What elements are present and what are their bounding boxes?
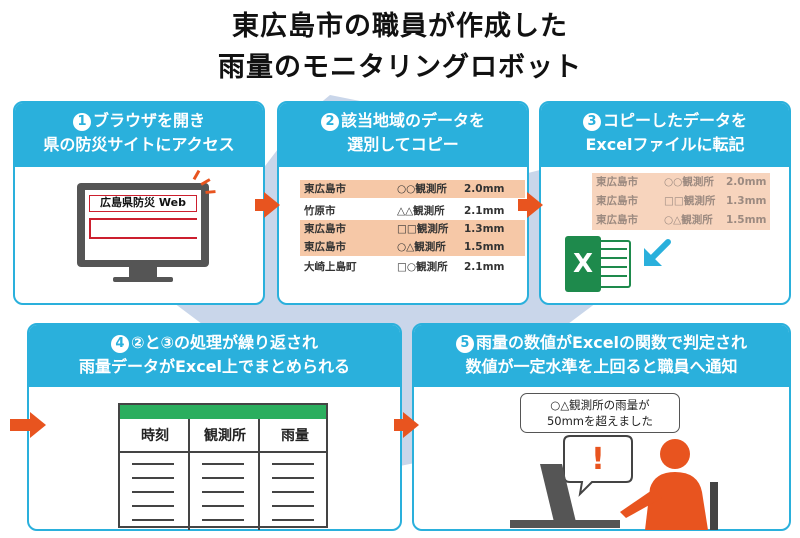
row-amount: 2.0mm: [726, 176, 767, 188]
notification-line-1: ○△観測所の雨量が: [550, 398, 650, 412]
rainfall-table: 時刻 観測所 雨量: [118, 403, 328, 530]
notification-bubble: ○△観測所の雨量が 50mmを超えました: [520, 393, 680, 433]
row-city: 大崎上島町: [304, 261, 357, 273]
site-label: 広島県防災 Web: [89, 195, 197, 212]
step-3-line-2: Excelファイルに転記: [585, 135, 745, 154]
title-line-2: 雨量のモニタリングロボット: [218, 52, 582, 83]
table-header-rainfall: 雨量: [281, 428, 309, 444]
row-amount: 1.5mm: [464, 241, 505, 253]
row-station: ○△観測所: [397, 241, 446, 253]
step-5-line-1: 雨量の数値がExcelの関数で判定され: [475, 333, 748, 352]
row-city: 東広島市: [304, 241, 346, 253]
excel-icon: X: [565, 236, 633, 292]
step-4-number: 4: [110, 335, 129, 353]
step-2-line-1: 該当地域のデータを: [340, 111, 485, 130]
row-station: ○○観測所: [664, 176, 714, 188]
title-line-1: 東広島市の職員が作成した: [232, 11, 568, 42]
excel-letter: X: [565, 236, 601, 292]
table-header-time: 時刻: [141, 428, 169, 444]
row-city: 東広島市: [304, 223, 346, 235]
row-station: △△観測所: [397, 205, 445, 217]
row-city: 東広島市: [304, 183, 346, 195]
table-header-station: 観測所: [204, 428, 246, 444]
row-amount: 1.3mm: [464, 223, 505, 235]
row-city: 竹原市: [304, 205, 336, 217]
staff-notification-illustration: [510, 435, 718, 530]
step-4-line-2: 雨量データがExcel上でまとめられる: [78, 357, 351, 376]
page-title: 東広島市の職員が作成した 雨量のモニタリングロボット: [0, 6, 800, 88]
data-row: 竹原市 △△観測所 2.1mm: [300, 202, 525, 220]
row-amount: 1.3mm: [726, 195, 767, 207]
data-row: 大崎上島町 □○観測所 2.1mm: [300, 258, 525, 276]
copied-row: 東広島市 □□観測所 1.3mm: [592, 192, 770, 211]
row-station: □○観測所: [397, 261, 448, 273]
row-amount: 2.0mm: [464, 183, 505, 195]
row-city: 東広島市: [596, 214, 638, 226]
step-5-line-2: 数値が一定水準を上回ると職員へ通知: [465, 357, 738, 376]
step-2-number: 2: [320, 113, 339, 131]
monitor-icon: 広島県防災 Web: [77, 169, 216, 285]
data-row: 東広島市 □□観測所 1.3mm: [300, 220, 525, 238]
notification-line-2: 50mmを超えました: [546, 414, 654, 428]
data-row: 東広島市 ○△観測所 1.5mm: [300, 238, 525, 256]
step-3-number: 3: [582, 113, 601, 131]
step-2-line-2: 選別してコピー: [347, 135, 459, 154]
step-4-line-1: ②と③の処理が繰り返され: [130, 333, 319, 352]
copied-row: 東広島市 ○△観測所 1.5mm: [592, 211, 770, 230]
step-1-line-1: ブラウザを開き: [92, 111, 205, 130]
row-amount: 2.1mm: [464, 261, 505, 273]
row-station: □□観測所: [397, 223, 449, 235]
alert-mark: !: [591, 442, 605, 477]
step-3-line-1: コピーしたデータを: [602, 111, 747, 130]
row-amount: 1.5mm: [726, 214, 767, 226]
row-city: 東広島市: [596, 176, 638, 188]
row-city: 東広島市: [596, 195, 638, 207]
step-1-line-2: 県の防災サイトにアクセス: [43, 135, 235, 154]
table-header-bar: [120, 405, 326, 419]
step-5-number: 5: [455, 335, 474, 353]
row-amount: 2.1mm: [464, 205, 505, 217]
step-1-number: 1: [72, 113, 91, 131]
copied-row: 東広島市 ○○観測所 2.0mm: [592, 173, 770, 192]
insert-arrow-icon: [644, 239, 671, 266]
row-station: ○○観測所: [397, 183, 447, 195]
row-station: □□観測所: [664, 195, 716, 207]
data-row: 東広島市 ○○観測所 2.0mm: [300, 180, 525, 198]
row-station: ○△観測所: [664, 214, 713, 226]
